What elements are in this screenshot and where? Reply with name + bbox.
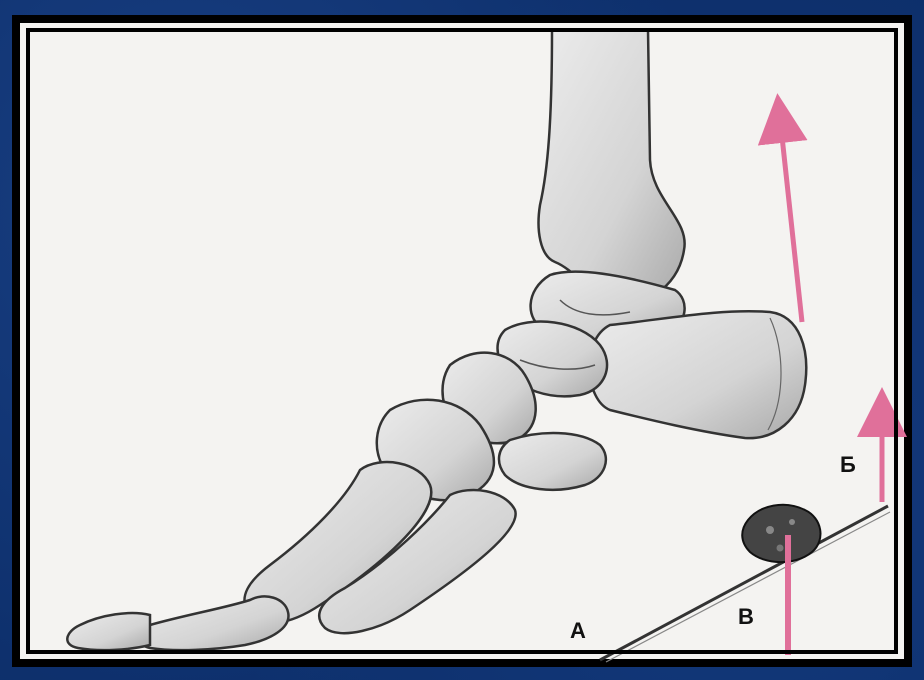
force-arrow-tendon — [780, 118, 802, 322]
tibia-bone — [539, 30, 685, 303]
fulcrum-texture — [789, 519, 795, 525]
cuboid-bone — [499, 433, 606, 490]
label-a: А — [570, 618, 586, 644]
phalanx-bone — [139, 596, 289, 650]
fulcrum-texture — [766, 526, 774, 534]
label-v: В — [738, 604, 754, 630]
fulcrum-stone — [742, 505, 820, 562]
fulcrum-texture — [777, 545, 784, 552]
label-b: Б — [840, 452, 856, 478]
phalanx-bone — [67, 613, 150, 650]
